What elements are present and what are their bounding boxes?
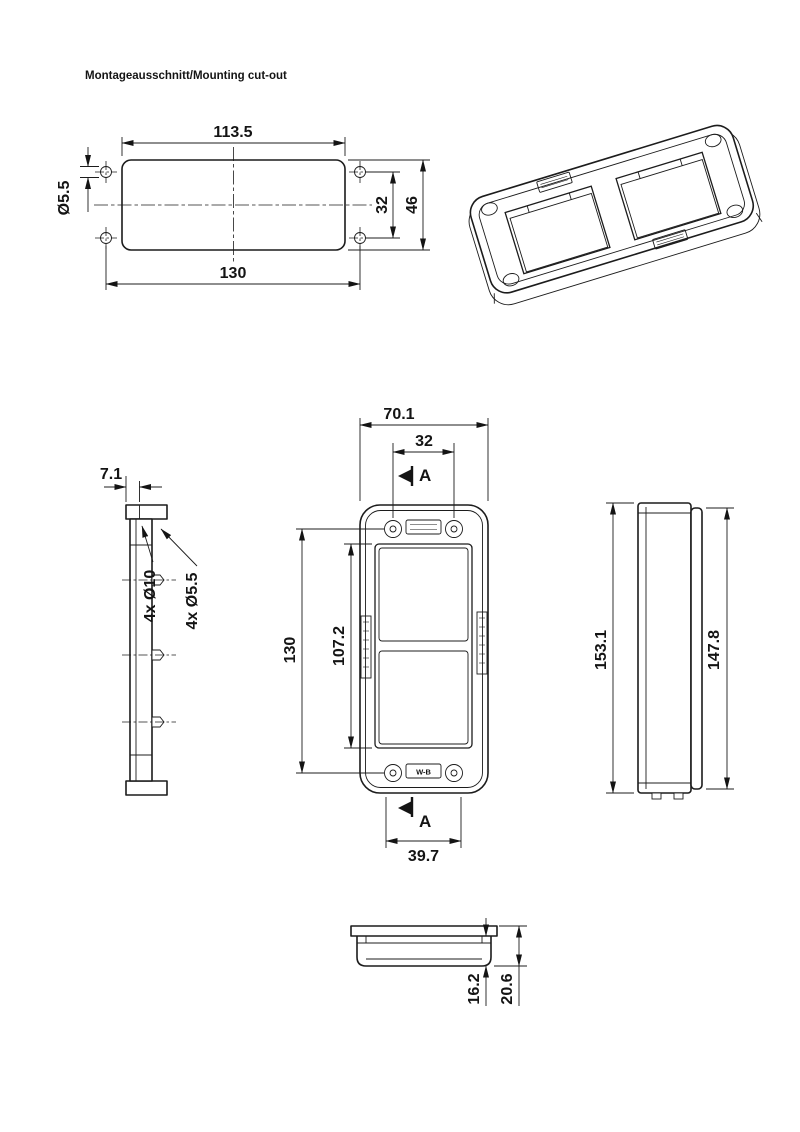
front-window-top — [378, 547, 469, 642]
section-label-bottom: A — [419, 812, 431, 831]
iso-label-bottom — [652, 229, 689, 250]
dim-bezel-depth-text: 7.1 — [100, 466, 122, 483]
dim-hole-spacing-v: 32 — [366, 171, 400, 239]
section-marker-bottom: A — [398, 797, 431, 831]
dim-front-height-text: 147.8 — [706, 630, 723, 670]
label-rear-holes: 4x Ø5.5 — [160, 528, 201, 629]
side-bottom-cap — [125, 780, 168, 796]
mounting-holes — [95, 161, 371, 249]
dim-overall-depth: 20.6 — [494, 925, 527, 1006]
dim-bottom-width: 39.7 — [385, 797, 462, 865]
bottom-lip — [350, 925, 498, 937]
bottom-body — [356, 936, 492, 967]
dim-body-depth-text: 16.2 — [466, 973, 483, 1004]
front-bottom-marking: W-B — [405, 763, 442, 779]
right-profile-view: 153.1 147.8 — [593, 502, 734, 800]
dim-overall-width: 70.1 — [359, 406, 489, 501]
side-profile-view: 7.1 4x Ø10 4x Ø5.5 — [100, 466, 201, 796]
dim-front-height: 147.8 — [706, 507, 734, 790]
dim-screw-spacing-v: 130 — [282, 528, 384, 774]
dim-bezel-depth: 7.1 — [100, 466, 162, 502]
dim-screw-spacing-h-text: 32 — [415, 433, 433, 450]
page-title: Montageausschnitt/Mounting cut-out — [85, 70, 287, 82]
front-window-bottom — [378, 650, 469, 745]
dim-screw-spacing-h: 32 — [392, 433, 455, 518]
label-rear-holes-text: 4x Ø5.5 — [184, 572, 201, 629]
dim-hole-diameter-text: Ø5.5 — [56, 181, 73, 216]
cutout-view: 113.5 130 Ø5.5 32 46 — [56, 124, 430, 290]
dim-overall-depth-text: 20.6 — [499, 973, 516, 1004]
dim-opening-height-text: 107.2 — [331, 626, 348, 666]
dim-overall-width-text: 70.1 — [383, 406, 414, 423]
dim-hole-diameter: Ø5.5 — [56, 147, 99, 215]
dim-hole-spacing-h: 130 — [105, 246, 361, 290]
dim-hole-spacing-v-text: 32 — [374, 196, 391, 214]
iso-corner-hole — [704, 133, 722, 148]
label-front-holes-text: 4x Ø10 — [142, 570, 159, 623]
dim-screw-spacing-v-text: 130 — [282, 637, 299, 664]
dim-overall-height-text: 153.1 — [593, 630, 610, 670]
section-marker-top: A — [398, 466, 431, 486]
front-view: W-B 70.1 32 — [282, 406, 489, 865]
iso-opening-right — [615, 151, 722, 241]
iso-corner-hole — [481, 202, 498, 216]
label-front-holes: 4x Ø10 — [141, 525, 159, 623]
profile-bezel — [690, 507, 703, 790]
iso-corner-hole — [726, 204, 744, 218]
dim-cutout-height-text: 46 — [404, 196, 421, 214]
front-right-label — [476, 611, 488, 675]
dim-hole-spacing-h-text: 130 — [220, 265, 247, 282]
front-left-label — [360, 615, 372, 679]
dim-cutout-width: 113.5 — [121, 124, 346, 156]
bottom-view: 16.2 20.6 — [350, 918, 527, 1006]
section-label-top: A — [419, 466, 431, 485]
side-top-cap — [125, 504, 168, 520]
dim-cutout-width-text: 113.5 — [213, 124, 252, 141]
iso-label-top — [536, 171, 573, 193]
dim-bottom-width-text: 39.7 — [408, 848, 439, 865]
dim-cutout-height: 46 — [348, 159, 430, 251]
isometric-view — [468, 124, 763, 306]
front-top-latch — [405, 519, 442, 535]
front-opening — [374, 543, 473, 749]
side-clips — [122, 574, 176, 728]
iso-opening-left — [504, 185, 611, 275]
dim-overall-height: 153.1 — [593, 502, 634, 794]
side-body — [129, 518, 153, 782]
front-screws — [384, 520, 463, 782]
iso-corner-hole — [502, 273, 520, 287]
dim-body-depth: 16.2 — [466, 918, 489, 1006]
dim-opening-height: 107.2 — [331, 543, 372, 749]
front-bottom-marking-text: W-B — [416, 768, 431, 777]
